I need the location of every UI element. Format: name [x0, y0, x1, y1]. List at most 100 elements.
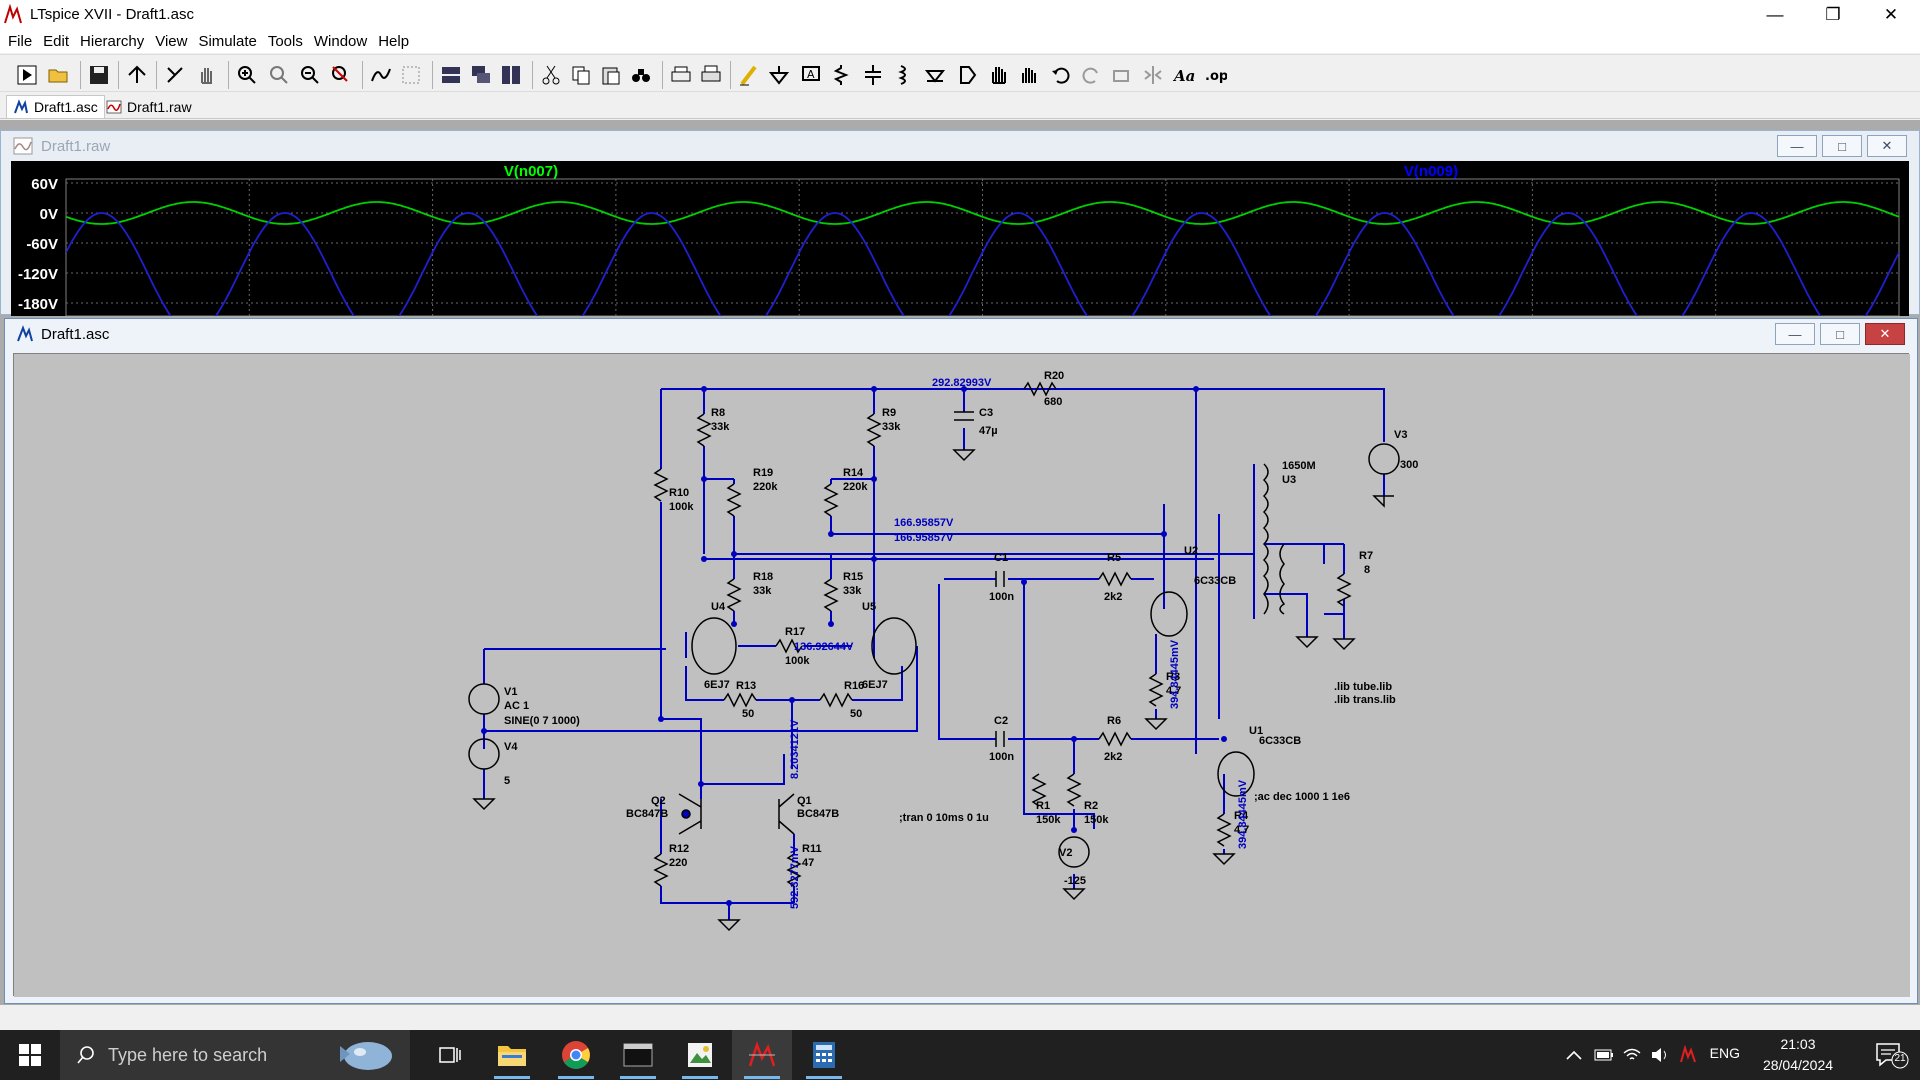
taskbar-chrome[interactable]: [546, 1030, 606, 1080]
schematic-window[interactable]: Draft1.asc — □ ✕: [4, 318, 1918, 1004]
draw-wire-icon[interactable]: [736, 62, 762, 88]
schematic-canvas[interactable]: R20 680 C3 47µ R8 33k R9 33k R10 100k R1…: [13, 353, 1910, 997]
tab-draft1-raw[interactable]: Draft1.raw: [100, 95, 198, 118]
label-net-icon[interactable]: A: [798, 62, 824, 88]
taskbar-terminal[interactable]: [608, 1030, 668, 1080]
schematic-maximize-button[interactable]: □: [1820, 323, 1860, 345]
menu-hierarchy[interactable]: Hierarchy: [80, 32, 145, 50]
node-label-u2: 394.84445mV: [1169, 639, 1181, 709]
component-icon[interactable]: [954, 62, 980, 88]
zoom-in-icon[interactable]: [234, 62, 260, 88]
menu-simulate[interactable]: Simulate: [198, 32, 257, 50]
volume-icon[interactable]: [1648, 1043, 1672, 1067]
taskbar-ltspice[interactable]: [732, 1030, 792, 1080]
waveform-window[interactable]: Draft1.raw — □ ✕ 60V 0V -60V -120V -180V…: [0, 130, 1920, 316]
menu-view[interactable]: View: [155, 32, 188, 50]
trace-vn007[interactable]: [66, 201, 1899, 225]
tab-draft1-asc[interactable]: Draft1.asc: [6, 95, 105, 118]
find-icon[interactable]: [628, 62, 654, 88]
window-title: LTspice XVII - Draft1.asc: [30, 6, 194, 23]
r1-name: R1: [1036, 800, 1050, 812]
directive-lib-trans[interactable]: .lib trans.lib: [1334, 694, 1396, 706]
notifications-button[interactable]: 21: [1874, 1040, 1910, 1070]
undo-icon[interactable]: [1048, 62, 1074, 88]
r5-value: 2k2: [1104, 591, 1122, 603]
inductor-icon[interactable]: [890, 62, 916, 88]
waveform-minimize-button[interactable]: —: [1777, 135, 1817, 157]
redo-icon[interactable]: [1078, 62, 1104, 88]
directive-ac[interactable]: ;ac dec 1000 1 1e6: [1254, 791, 1350, 803]
zoom-out-icon[interactable]: [297, 62, 323, 88]
menu-edit[interactable]: Edit: [43, 32, 70, 50]
pick-traces-icon[interactable]: [398, 62, 424, 88]
minimize-button[interactable]: —: [1766, 4, 1784, 24]
menu-window[interactable]: Window: [313, 32, 368, 50]
halt-icon[interactable]: [162, 62, 188, 88]
directive-tran[interactable]: ;tran 0 10ms 0 1u: [899, 812, 989, 824]
autorange-icon[interactable]: [368, 62, 394, 88]
q1-model: BC847B: [797, 808, 839, 820]
run-icon[interactable]: [14, 62, 40, 88]
r13-name: R13: [736, 680, 756, 692]
taskbar-image-viewer[interactable]: [670, 1030, 730, 1080]
y-tick-60v: 60V: [31, 176, 58, 193]
task-view-button[interactable]: [420, 1030, 480, 1080]
control-panel-icon[interactable]: [124, 62, 150, 88]
move-hand-icon[interactable]: [986, 62, 1012, 88]
diode-icon[interactable]: [922, 62, 948, 88]
taskbar-calculator[interactable]: [794, 1030, 854, 1080]
tray-app-icon[interactable]: [1676, 1043, 1700, 1067]
r1-value: 150k: [1036, 814, 1061, 826]
zoom-fit-icon[interactable]: [266, 62, 292, 88]
r14-value: 220k: [843, 481, 868, 493]
paste-icon[interactable]: [598, 62, 624, 88]
trace-label-v-n007: V(n007): [504, 163, 558, 180]
waveform-close-button[interactable]: ✕: [1867, 135, 1907, 157]
directive-lib-tube[interactable]: .lib tube.lib: [1334, 681, 1392, 693]
waveform-maximize-button[interactable]: □: [1822, 135, 1862, 157]
taskbar-file-explorer[interactable]: [482, 1030, 542, 1080]
close-button[interactable]: ✕: [1883, 4, 1899, 24]
capacitor-icon[interactable]: [860, 62, 886, 88]
print-icon[interactable]: [668, 62, 694, 88]
tile-horizontal-icon[interactable]: [438, 62, 464, 88]
schematic-close-button[interactable]: ✕: [1865, 323, 1905, 345]
waveform-plot-svg: 60V 0V -60V -120V -180V V(n007) V(n009): [11, 161, 1909, 316]
tile-vertical-icon[interactable]: [498, 62, 524, 88]
taskbar-search-box[interactable]: Type here to search: [60, 1030, 410, 1080]
save-icon[interactable]: [86, 62, 112, 88]
menu-file[interactable]: File: [8, 32, 33, 50]
start-button[interactable]: [0, 1030, 60, 1080]
mirror-icon[interactable]: [1140, 62, 1166, 88]
wifi-icon[interactable]: [1620, 1043, 1644, 1067]
taskbar-clock[interactable]: 21:03 28/04/2024: [1748, 1034, 1848, 1076]
node-label-q1c: 8.2034121V: [789, 719, 801, 779]
trace-vn009[interactable]: [66, 212, 1899, 316]
r14-name: R14: [843, 467, 864, 479]
waveform-plot[interactable]: 60V 0V -60V -120V -180V V(n007) V(n009): [11, 161, 1909, 316]
zoom-cancel-icon[interactable]: [328, 62, 354, 88]
menu-help[interactable]: Help: [378, 32, 410, 50]
battery-icon[interactable]: [1592, 1043, 1616, 1067]
menu-tools[interactable]: Tools: [267, 32, 303, 50]
print-preview-icon[interactable]: [698, 62, 724, 88]
cascade-icon[interactable]: [468, 62, 494, 88]
rotate-icon[interactable]: [1110, 62, 1136, 88]
language-indicator[interactable]: ENG: [1709, 1045, 1740, 1061]
spice-directive-icon[interactable]: .op: [1202, 62, 1228, 88]
windows-logo-icon: [19, 1044, 41, 1066]
pan-hand-icon[interactable]: [194, 62, 220, 88]
y-tick-neg120v: -120V: [18, 266, 58, 283]
drag-hand-icon[interactable]: [1016, 62, 1042, 88]
copy-icon[interactable]: [568, 62, 594, 88]
schematic-minimize-button[interactable]: —: [1775, 323, 1815, 345]
resistor-icon[interactable]: [828, 62, 854, 88]
ground-icon[interactable]: [766, 62, 792, 88]
restore-button[interactable]: ❐: [1825, 4, 1841, 24]
open-icon[interactable]: [46, 62, 72, 88]
r18-name: R18: [753, 571, 773, 583]
cut-icon[interactable]: [538, 62, 564, 88]
text-icon[interactable]: Aa: [1172, 62, 1198, 88]
tray-overflow-chevron-icon[interactable]: [1562, 1043, 1586, 1067]
